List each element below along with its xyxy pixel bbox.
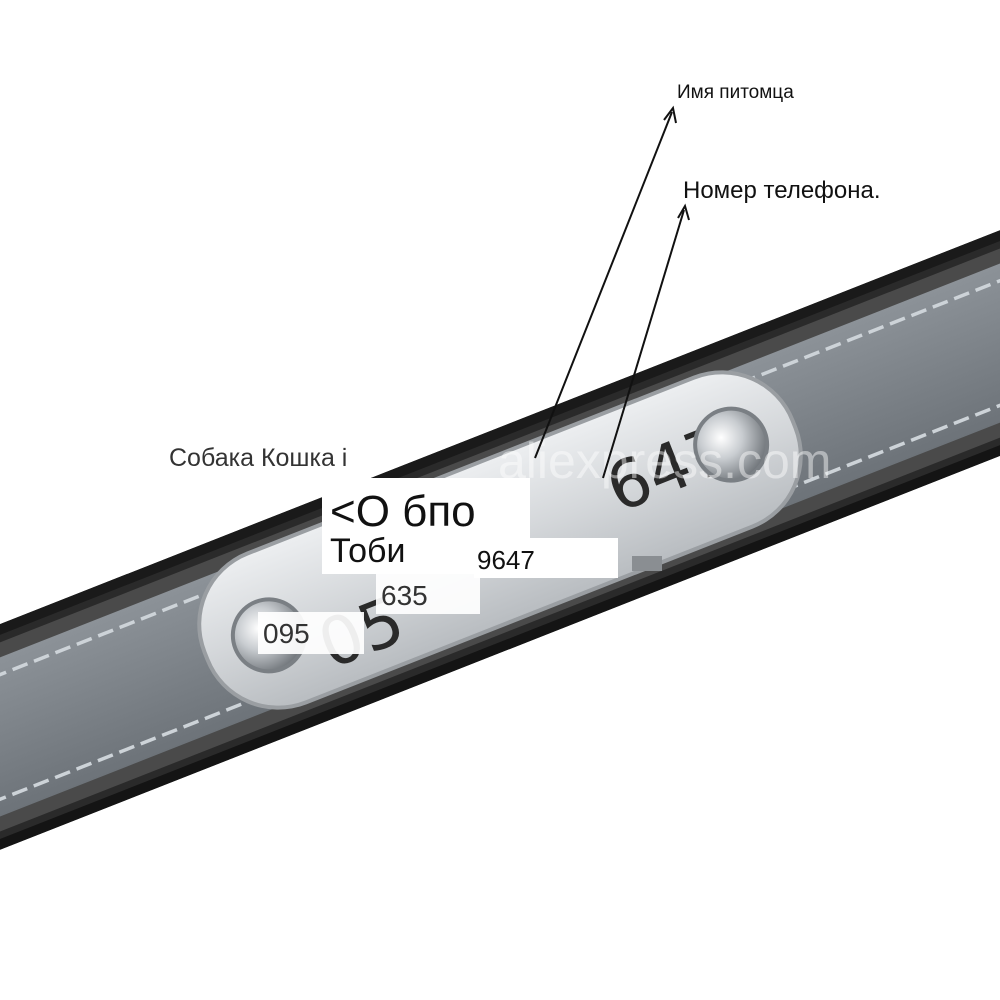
phone-part-3: 095 — [263, 618, 310, 649]
stitching-bottom — [0, 299, 1000, 889]
overlay-patch-phone-3 — [258, 612, 364, 654]
arrow-pet-name — [534, 111, 673, 459]
pet-name-value: Тоби — [330, 532, 406, 570]
overlay-patch-phone-1 — [474, 538, 618, 578]
plate-line1-text: <О бпо — [330, 487, 476, 536]
small-overlay-tag — [632, 556, 662, 571]
overlay-patch-phone-2 — [376, 574, 480, 614]
phone-part-1: 9647 — [477, 545, 535, 575]
arrow-phone — [602, 209, 685, 479]
watermark: aliexpress.com — [498, 433, 831, 489]
annotation-pet-name: Имя питомца — [677, 82, 794, 103]
annotation-arrows — [534, 105, 690, 479]
annotation-phone-number: Номер телефона. — [683, 177, 881, 204]
phone-part-2: 635 — [381, 580, 428, 611]
pets-label: Собака Кошка і — [169, 444, 348, 472]
